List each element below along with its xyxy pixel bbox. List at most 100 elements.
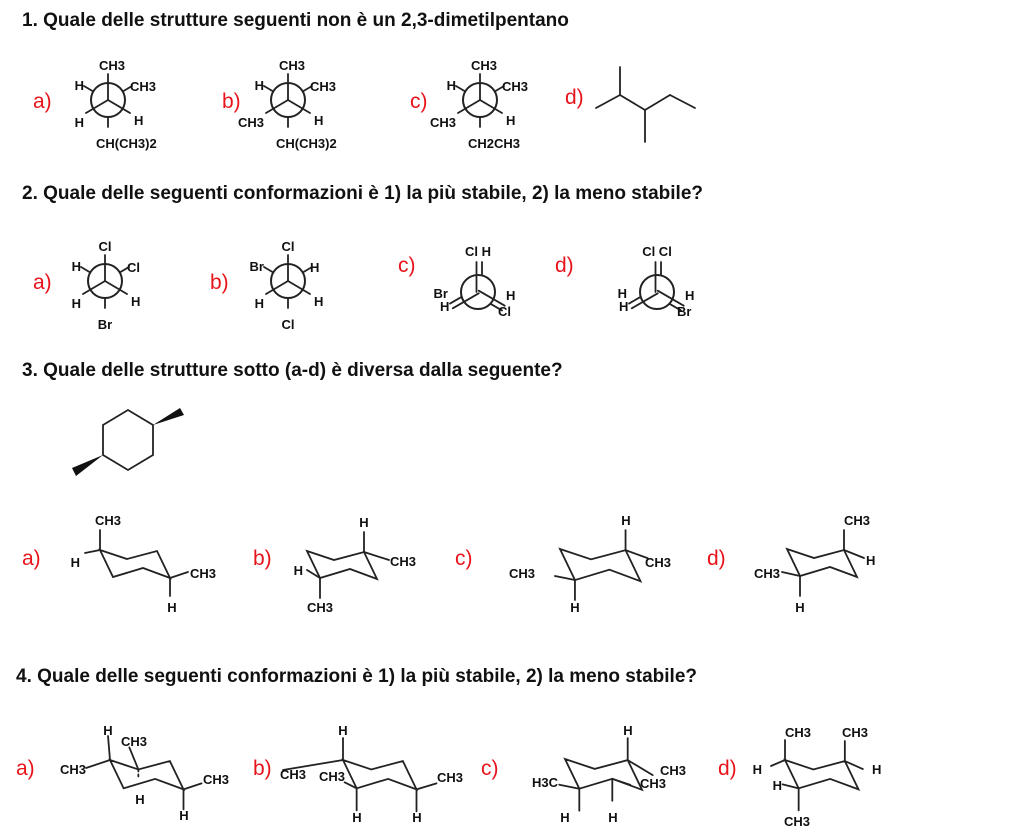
substituent: CH3 [842, 725, 868, 740]
substituent: CH3 [390, 554, 416, 569]
bond [343, 781, 358, 790]
option-label: a) [33, 90, 52, 113]
option-label: a) [33, 271, 52, 294]
substituent: CH3 [645, 555, 671, 570]
chair-ring [108, 758, 186, 792]
substituent: H [412, 810, 421, 825]
substituent: CH3 [509, 566, 535, 581]
chair-ring [305, 549, 379, 581]
bond [619, 94, 646, 111]
substituent-lower-right: H [314, 294, 323, 309]
bond [455, 85, 467, 93]
substituent: CH3 [785, 725, 811, 740]
substituent-bottom: Br [98, 317, 112, 332]
bond [85, 759, 111, 769]
substituent-lower-left: H [72, 296, 81, 311]
substituent-upper-right: Cl [127, 260, 140, 275]
substituent-top: CH3 [471, 58, 497, 73]
substituent: CH3 [319, 769, 345, 784]
bond [781, 571, 801, 577]
substituent: H [103, 723, 112, 738]
bond [85, 99, 109, 114]
bond [80, 266, 92, 274]
bond [287, 99, 311, 114]
substituent: H [866, 553, 875, 568]
bond [630, 292, 659, 310]
option-label: c) [398, 254, 416, 277]
substituent: CH3 [784, 814, 810, 829]
bond [107, 735, 111, 761]
substituent-upper-right: CH3 [502, 79, 528, 94]
option-label: d) [565, 86, 584, 109]
bond [182, 782, 203, 791]
bond [449, 296, 463, 305]
bond [301, 266, 313, 274]
substituent: H [795, 600, 804, 615]
bond [82, 280, 106, 295]
substituent-bottom: CH2CH3 [468, 136, 520, 151]
substituent-upper-left: H [72, 259, 81, 274]
substituent-bottom: CH(CH3)2 [276, 136, 337, 151]
bond [263, 85, 275, 93]
option-label: b) [210, 271, 229, 294]
substituent-upper-left: Br [250, 259, 264, 274]
option-label: b) [253, 757, 272, 780]
option-label: c) [481, 757, 499, 780]
substituent: CH3 [754, 566, 780, 581]
option-label: a) [22, 547, 41, 570]
cyclohexane-ring [102, 408, 154, 472]
substituent-lower-left: H [255, 296, 264, 311]
substituent-left: H [618, 286, 627, 301]
bond [282, 759, 344, 771]
substituent-lower-left: CH3 [430, 115, 456, 130]
substituent: CH3 [307, 600, 333, 615]
substituent: H [623, 723, 632, 738]
substituent: CH3 [203, 772, 229, 787]
substituent-lower-left: H [75, 115, 84, 130]
substituent-left: Br [434, 286, 448, 301]
bond [265, 99, 289, 114]
bond [287, 280, 311, 295]
option-label: b) [222, 90, 241, 113]
substituent-lower-right: H [131, 294, 140, 309]
newman-circle [639, 274, 675, 310]
bond [107, 99, 131, 114]
option-label: b) [253, 547, 272, 570]
substituent-top: Cl [282, 239, 295, 254]
substituent: CH3 [660, 763, 686, 778]
substituent-top: Cl [99, 239, 112, 254]
substituent: H [570, 600, 579, 615]
bond [477, 289, 506, 307]
bond [595, 94, 621, 109]
bond [263, 266, 275, 274]
bond [558, 783, 581, 790]
option-label: d) [707, 547, 726, 570]
substituent-top: Cl H [465, 244, 491, 259]
substituent-left-2: H [440, 299, 449, 314]
chair-ring [783, 758, 861, 792]
substituent-upper-left: H [255, 78, 264, 93]
bond [626, 759, 654, 776]
wedge-bond [153, 408, 184, 425]
bond [781, 783, 800, 790]
substituent: CH3 [121, 734, 147, 749]
bond [644, 94, 671, 111]
chair-ring [785, 547, 859, 579]
bond [656, 289, 685, 307]
substituent-upper-right: CH3 [130, 79, 156, 94]
substituent-right: H [506, 288, 515, 303]
substituent: H [608, 810, 617, 825]
substituent-lower-right: H [506, 113, 515, 128]
substituent: H3C [532, 775, 559, 790]
bond [301, 85, 313, 93]
substituent: H [338, 723, 347, 738]
